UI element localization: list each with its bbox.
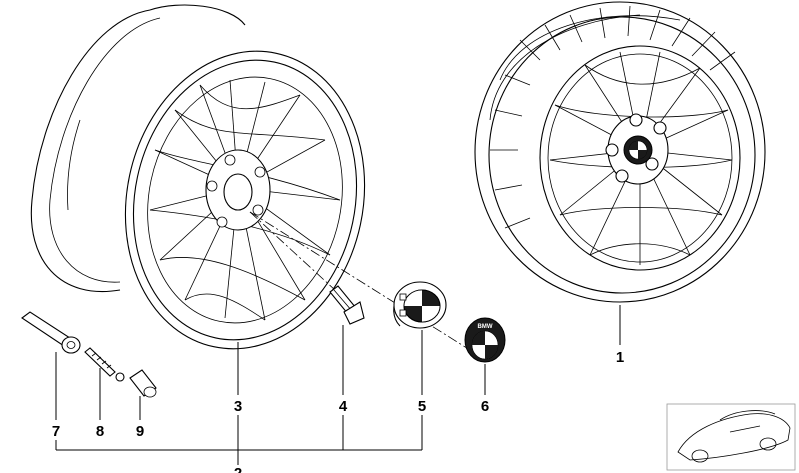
wheel-spokes <box>549 51 733 265</box>
leader-lines <box>55 305 621 465</box>
alloy-rim-side-view <box>30 4 366 350</box>
callout-5: 5 <box>418 398 426 415</box>
valve-core <box>84 347 125 382</box>
car-location-thumbnail <box>666 403 796 471</box>
callout-1: 1 <box>616 349 624 366</box>
valve-cap <box>129 369 157 398</box>
callout-7: 7 <box>52 423 60 440</box>
axis-line-hub <box>249 211 471 351</box>
hub-cap-with-emblem <box>393 281 447 329</box>
callout-9: 9 <box>136 423 144 440</box>
complete-wheel-with-tyre <box>474 1 766 303</box>
bmw-emblem: BMW <box>464 317 506 363</box>
axis-line-bolt <box>249 211 336 291</box>
wheel-bolt <box>329 285 365 325</box>
callout-2: 2 <box>234 465 242 473</box>
callout-8: 8 <box>96 423 104 440</box>
tyre-tread <box>490 5 736 229</box>
callout-3: 3 <box>234 398 242 415</box>
emblem-letters: BMW <box>478 324 493 330</box>
callout-4: 4 <box>339 398 348 415</box>
tyre-valve <box>21 311 81 354</box>
callout-6: 6 <box>481 398 489 415</box>
